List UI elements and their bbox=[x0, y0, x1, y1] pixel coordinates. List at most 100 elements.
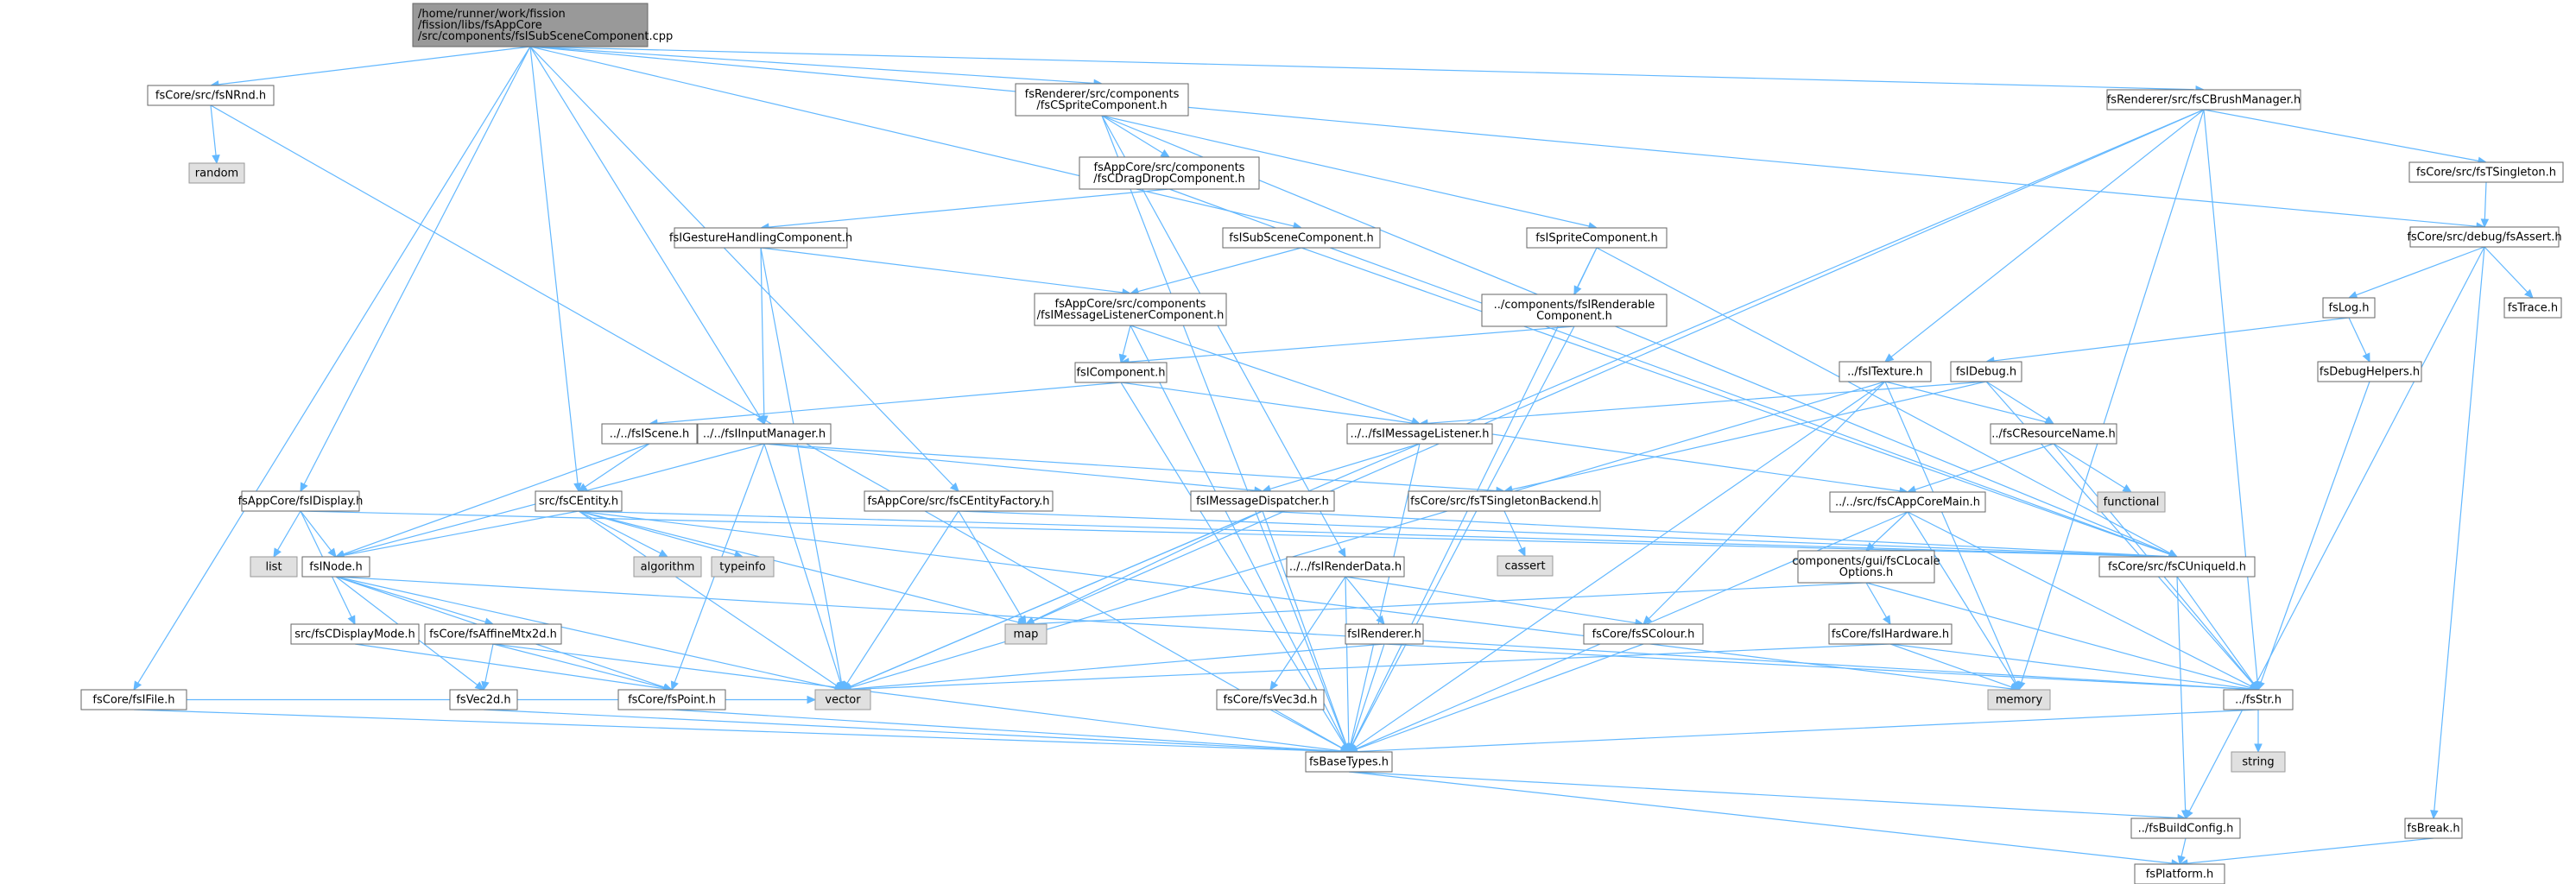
node-appdisplay[interactable]: fsAppCore/fsIDisplay.h bbox=[238, 490, 364, 512]
node-nrnd[interactable]: fsCore/src/fsNRnd.h bbox=[147, 85, 275, 106]
node-label: ../../fsIRenderData.h bbox=[1289, 561, 1402, 574]
node-vec3d[interactable]: fsCore/fsVec3d.h bbox=[1216, 689, 1325, 710]
edge-centity-to-algorithm bbox=[578, 510, 669, 558]
edge-brushmgr-to-memory bbox=[2017, 109, 2205, 691]
node-iscene[interactable]: ../../fsIScene.h bbox=[601, 423, 698, 445]
node-trace[interactable]: fsTrace.h bbox=[2503, 297, 2562, 319]
edge-idebug-to-imsglistener bbox=[1418, 381, 1987, 428]
edge-line bbox=[578, 510, 1019, 623]
edge-line bbox=[1596, 247, 2171, 554]
node-resname[interactable]: ../fsCResourceName.h bbox=[1990, 423, 2117, 445]
edge-entityfactory-to-vector bbox=[842, 510, 959, 691]
node-tsingleton[interactable]: fsCore/src/fsTSingleton.h bbox=[2408, 161, 2564, 183]
node-debughelpers[interactable]: fsDebugHelpers.h bbox=[2317, 361, 2422, 382]
edge-arrowhead bbox=[1865, 542, 1876, 552]
edge-line bbox=[1130, 325, 1413, 422]
edge-line bbox=[1356, 709, 2259, 753]
edge-line bbox=[1122, 325, 1131, 356]
edge-line bbox=[1269, 709, 1343, 749]
edge-line bbox=[578, 510, 2170, 558]
node-msgdispatcher[interactable]: fsIMessageDispatcher.h bbox=[1190, 490, 1335, 512]
node-basetypes[interactable]: fsBaseTypes.h bbox=[1305, 751, 1393, 773]
edge-irenderer-to-basetypes bbox=[1347, 643, 1385, 754]
edge-line bbox=[958, 510, 1022, 618]
node-root[interactable]: /home/runner/work/fission/fission/libs/f… bbox=[412, 3, 673, 47]
node-platform[interactable]: fsPlatform.h bbox=[2134, 863, 2225, 884]
node-box bbox=[2409, 226, 2560, 248]
node-tsingletonbackend[interactable]: fsCore/src/fsTSingletonBackend.h bbox=[1408, 490, 1601, 512]
edge-assert-to-buildconfig bbox=[2185, 246, 2485, 820]
node-ihardware[interactable]: fsCore/fsIHardware.h bbox=[1828, 623, 1953, 645]
edge-imsglistener-to-basetypes bbox=[1346, 443, 1421, 754]
node-gesture[interactable]: fsIGestureHandlingComponent.h bbox=[669, 227, 852, 249]
nodes-layer: /home/runner/work/fission/fission/libs/f… bbox=[80, 3, 2564, 884]
edge-line bbox=[335, 576, 2251, 691]
edge-line bbox=[763, 443, 1497, 492]
node-label: Component.h bbox=[1536, 310, 1612, 323]
edge-line bbox=[2053, 443, 2125, 489]
node-inode[interactable]: fsINode.h bbox=[301, 556, 370, 578]
node-box bbox=[1990, 423, 2117, 445]
node-irenderdata[interactable]: ../../fsIRenderData.h bbox=[1286, 556, 1405, 578]
node-box bbox=[711, 556, 775, 578]
node-list: list bbox=[250, 556, 298, 578]
edge-line bbox=[300, 510, 332, 552]
node-irenderer[interactable]: fsIRenderer.h bbox=[1345, 623, 1424, 645]
node-subscene[interactable]: fsISubSceneComponent.h bbox=[1222, 227, 1381, 249]
edge-brushmgr-to-str bbox=[2203, 109, 2262, 691]
node-isprite[interactable]: fsISpriteComponent.h bbox=[1526, 227, 1668, 249]
edge-line bbox=[354, 643, 665, 690]
node-ifile[interactable]: fsCore/fsIFile.h bbox=[80, 689, 187, 710]
node-box bbox=[449, 689, 518, 710]
node-dragdrop[interactable]: fsAppCore/src/components/fsCDragDropComp… bbox=[1079, 156, 1260, 190]
node-msglistcomp[interactable]: fsAppCore/src/components/fsIMessageListe… bbox=[1034, 293, 1227, 326]
node-box bbox=[250, 556, 298, 578]
edge-line bbox=[2176, 576, 2187, 811]
node-idebug[interactable]: fsIDebug.h bbox=[1950, 361, 2022, 382]
node-imsglistener[interactable]: ../../fsIMessageListener.h bbox=[1346, 423, 1493, 445]
edge-dragdrop-to-gesture bbox=[759, 188, 1170, 231]
edge-sprite_comp-to-dragdrop bbox=[1101, 115, 1171, 158]
node-buildconfig[interactable]: ../fsBuildConfig.h bbox=[2130, 818, 2241, 839]
edge-line bbox=[335, 576, 486, 622]
node-label: ../fsITexture.h bbox=[1847, 366, 1923, 379]
edge-arrowhead bbox=[2180, 810, 2190, 820]
node-centity[interactable]: src/fsCEntity.h bbox=[535, 490, 623, 512]
node-affinemtx[interactable]: fsCore/fsAffineMtx2d.h bbox=[424, 623, 562, 645]
edge-iscene-to-centity bbox=[577, 443, 650, 492]
edge-line bbox=[2180, 837, 2187, 857]
node-scolour[interactable]: fsCore/fsSColour.h bbox=[1583, 623, 1704, 645]
node-brk[interactable]: fsBreak.h bbox=[2404, 818, 2463, 839]
node-appcoremain[interactable]: ../../src/fsCAppCoreMain.h bbox=[1829, 491, 1986, 513]
edge-line bbox=[1130, 325, 1346, 746]
node-inputmgr[interactable]: ../../fsIInputManager.h bbox=[697, 423, 832, 445]
node-assert[interactable]: fsCore/src/debug/fsAssert.h bbox=[2407, 226, 2562, 248]
node-label: random bbox=[195, 167, 238, 180]
node-box bbox=[1987, 689, 2051, 710]
node-label: fsIRenderer.h bbox=[1347, 628, 1421, 641]
node-label: fsCore/fsSColour.h bbox=[1592, 628, 1695, 641]
node-cuniqueid[interactable]: fsCore/src/fsCUniqueId.h bbox=[2098, 556, 2256, 578]
edge-line bbox=[2484, 246, 2529, 293]
node-displaymode[interactable]: src/fsCDisplayMode.h bbox=[290, 623, 420, 645]
node-point[interactable]: fsCore/fsPoint.h bbox=[617, 689, 726, 710]
edge-line bbox=[492, 643, 665, 689]
node-log[interactable]: fsLog.h bbox=[2322, 297, 2376, 319]
edge-line bbox=[1884, 381, 2016, 683]
node-brushmgr[interactable]: fsRenderer/src/fsCBrushManager.h bbox=[2106, 89, 2301, 110]
edge-arrowhead bbox=[2362, 352, 2370, 363]
node-sprite_comp[interactable]: fsRenderer/src/components/fsCSpriteCompo… bbox=[1015, 83, 1189, 117]
node-label: string bbox=[2242, 756, 2274, 769]
node-icomponent[interactable]: fsIComponent.h bbox=[1074, 362, 1168, 383]
node-vec2d[interactable]: fsVec2d.h bbox=[449, 689, 518, 710]
edge-root-to-entityfactory bbox=[529, 46, 959, 492]
edge-arrowhead bbox=[2256, 680, 2265, 691]
node-entityfactory[interactable]: fsAppCore/src/fsCEntityFactory.h bbox=[864, 490, 1054, 512]
node-label: ../../fsIInputManager.h bbox=[703, 428, 826, 441]
node-itexture[interactable]: ../fsITexture.h bbox=[1839, 361, 1932, 382]
edge-line bbox=[656, 382, 1122, 424]
node-str[interactable]: ../fsStr.h bbox=[2223, 689, 2294, 710]
